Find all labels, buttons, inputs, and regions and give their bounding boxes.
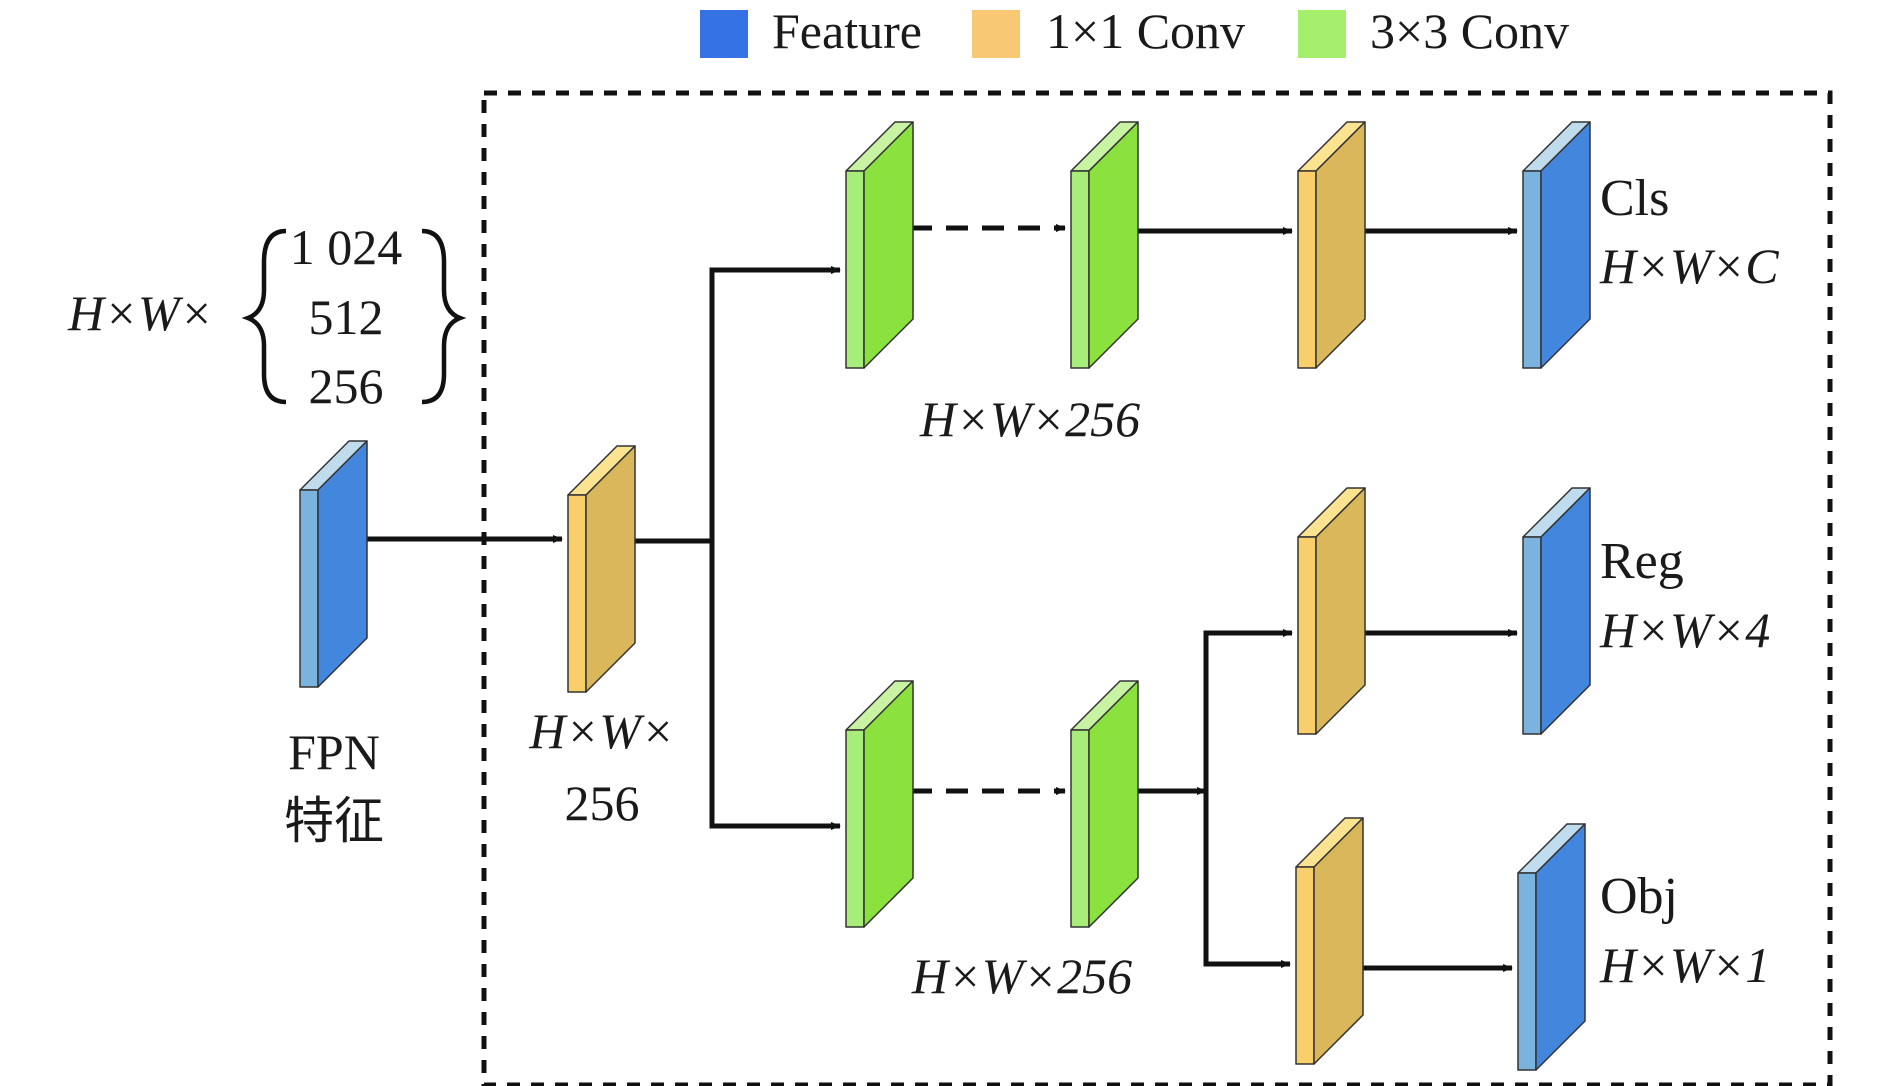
reg-output-block — [1522, 487, 1591, 735]
legend-label-conv3x3: 3×3 Conv — [1370, 3, 1569, 59]
reg-branch-dim: H×W×256 — [911, 948, 1132, 1004]
stem-dim-line2: 256 — [565, 775, 640, 831]
reg-conv3x3-block — [1070, 680, 1139, 928]
cls-conv3x3-block — [845, 121, 914, 369]
legend-swatch-feature — [700, 10, 748, 58]
cls-conv1x1-block — [1297, 121, 1366, 369]
reg-obj-fork — [1203, 629, 1293, 791]
legend-label-conv1x1: 1×1 Conv — [1046, 3, 1245, 59]
stem-conv1x1-block-front-face — [585, 445, 636, 693]
input-dimension-label: H×W× 1 024 512 256 — [67, 219, 467, 414]
left-brace — [241, 228, 287, 405]
input-dim-option: 256 — [309, 358, 384, 414]
cls-conv1x1-block-front-face — [1315, 121, 1366, 369]
obj-output-block-front-face — [1535, 823, 1586, 1071]
reg-conv3x3-block — [845, 680, 914, 928]
obj-conv1x1-block-side-face — [1295, 866, 1315, 1065]
reg-conv3x3-block-side-face — [845, 729, 865, 928]
reg-conv1x1-block — [1297, 487, 1366, 735]
obj-output-block-side-face — [1517, 872, 1537, 1071]
stem-conv1x1-block-side-face — [567, 494, 587, 693]
cls-conv3x3-block-front-face — [863, 121, 914, 369]
head-boundary — [481, 90, 1833, 1086]
cls-output-block-side-face — [1522, 170, 1542, 369]
input-dim-option: 1 024 — [290, 219, 403, 275]
fpn-feature-block-front-face — [317, 440, 368, 688]
cls-head-dim: H×W×C — [1599, 238, 1779, 294]
obj-conv1x1-block-front-face — [1313, 817, 1364, 1065]
cls-conv1x1-block-side-face — [1297, 170, 1317, 369]
legend-label-feature: Feature — [772, 3, 922, 59]
cls-output-block — [1522, 121, 1591, 369]
obj-head-dim: H×W×1 — [1599, 937, 1770, 993]
legend: Feature 1×1 Conv 3×3 Conv — [700, 3, 1569, 59]
reg-output-block-front-face — [1540, 487, 1591, 735]
cls-conv3x3-block-side-face — [845, 170, 865, 369]
obj-conv1x1-block — [1295, 817, 1364, 1065]
reg-conv1x1-block-side-face — [1297, 536, 1317, 735]
input-dim-prefix: H×W× — [67, 285, 213, 341]
cls-conv3x3-block — [1070, 121, 1139, 369]
obj-output-block — [1517, 823, 1586, 1071]
cls-conv3x3-block-side-face — [1070, 170, 1090, 369]
reg-head-name: Reg — [1600, 533, 1684, 590]
cls-head-name: Cls — [1600, 170, 1669, 227]
reg-conv3x3-block-front-face — [863, 680, 914, 928]
reg-conv3x3-block-side-face — [1070, 729, 1090, 928]
fpn-feature-block-side-face — [299, 489, 319, 688]
cls-branch-dim: H×W×256 — [919, 391, 1140, 447]
fpn-caption-line2: 特征 — [284, 793, 384, 849]
connectors — [364, 224, 1518, 972]
fpn-feature-block — [299, 440, 368, 688]
legend-swatch-conv3x3 — [1298, 10, 1346, 58]
legend-swatch-conv1x1 — [972, 10, 1020, 58]
stem-fork-lower — [709, 541, 841, 830]
reg-output-block-side-face — [1522, 536, 1542, 735]
obj-head-name: Obj — [1600, 868, 1678, 925]
reg-obj-fork-lower — [1203, 791, 1291, 968]
cls-output-block-front-face — [1540, 121, 1591, 369]
stem-conv1x1-block — [567, 445, 636, 693]
stem-fork — [632, 266, 841, 544]
right-brace — [421, 228, 467, 405]
input-dim-option: 512 — [309, 289, 384, 345]
reg-head-dim: H×W×4 — [1599, 602, 1770, 658]
cls-conv3x3-block-front-face — [1088, 121, 1139, 369]
fpn-caption-line1: FPN — [288, 724, 380, 780]
stem-dim-line1: H×W× — [528, 703, 674, 759]
reg-conv3x3-block-front-face — [1088, 680, 1139, 928]
blocks — [299, 121, 1591, 1071]
reg-conv1x1-block-front-face — [1315, 487, 1366, 735]
